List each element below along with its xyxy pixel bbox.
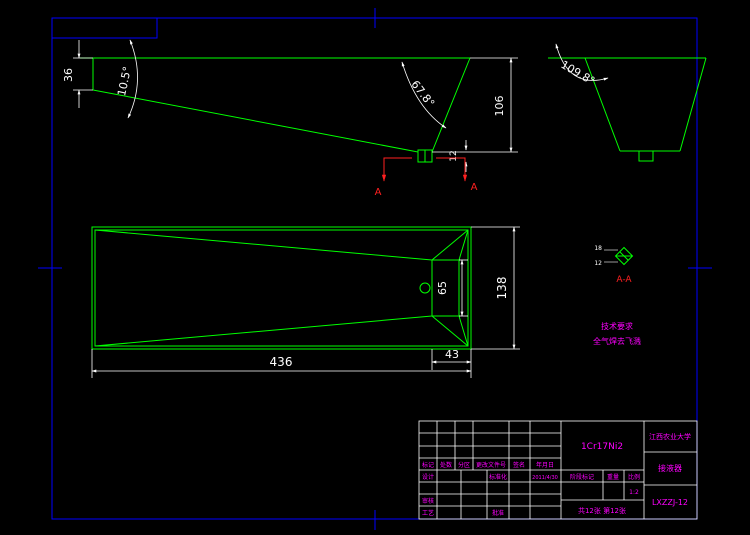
tb-hdr-count: 处数 [440,461,452,469]
top-view: 436 43 138 65 [91,226,520,378]
tb-part-name: 接液器 [658,463,682,473]
tb-school: 江西农业大学 [649,432,691,441]
tb-weight: 重量 [607,473,619,481]
tb-design: 设计 [422,473,434,481]
section-detail: 18 12 A-A [594,245,634,285]
tb-material: 1Cr17Ni2 [581,442,623,452]
tb-review: 审核 [422,497,434,505]
dim-end: 43 [445,348,459,361]
tb-stage-mark: 阶段标记 [570,473,594,481]
tb-sheet-info: 共12张 第12张 [578,506,626,515]
tb-hdr-mark: 标记 [422,461,434,469]
dim-inner: 65 [436,281,449,295]
section-label: A-A [616,275,632,285]
tb-approve: 批准 [492,509,504,517]
title-block-grid [418,420,698,520]
side-view: 109.8° [548,43,707,162]
tb-hdr-change-doc: 更改文件号 [476,461,506,469]
dim-outlet: 12 [449,150,459,161]
tb-process: 工艺 [422,509,434,517]
section-cut-markers [381,157,468,182]
dim-height-right: 106 [493,96,506,117]
tb-hdr-zone: 分区 [458,461,470,469]
dim-angle-left: 10.5° [115,65,134,97]
tb-hdr-sign: 签名 [513,461,525,469]
drawing-frame [38,8,712,530]
notes-line: 全气焊去飞溅 [593,336,641,346]
notes-title: 技术要求 [601,321,633,331]
tb-date-value: 2011/4/30 [532,475,558,481]
tb-standardize: 标准化 [489,473,507,481]
side-view-dim-angle: 109.8° [558,58,597,88]
title-block: 1Cr17Ni2 江西农业大学 接液器 LXZZJ-12 标记 处数 分区 更改… [418,420,698,520]
top-left-code-box [52,18,158,39]
section-label-left: A [375,187,382,198]
front-view-dimension-lines [73,39,518,172]
top-view-outline [91,226,472,350]
dim-length: 436 [270,355,293,369]
dim-width: 138 [495,277,509,300]
tb-hdr-date: 年月日 [536,461,554,469]
top-view-dimension-lines [91,226,520,378]
section-label-right: A [471,182,478,193]
front-view-outline [80,57,471,163]
section-dim-b: 12 [594,260,602,267]
front-view: 36 10.5° 67.8° 106 12 A A [62,39,518,198]
section-dim-a: 18 [594,245,602,252]
drain-hole [419,282,431,294]
tb-scale: 比例 [628,473,640,481]
dim-height-left: 36 [62,68,75,82]
tb-drawing-no: LXZZJ-12 [652,498,688,507]
side-view-angle-arc [555,43,609,81]
tb-scale-value: 1:2 [629,489,639,496]
